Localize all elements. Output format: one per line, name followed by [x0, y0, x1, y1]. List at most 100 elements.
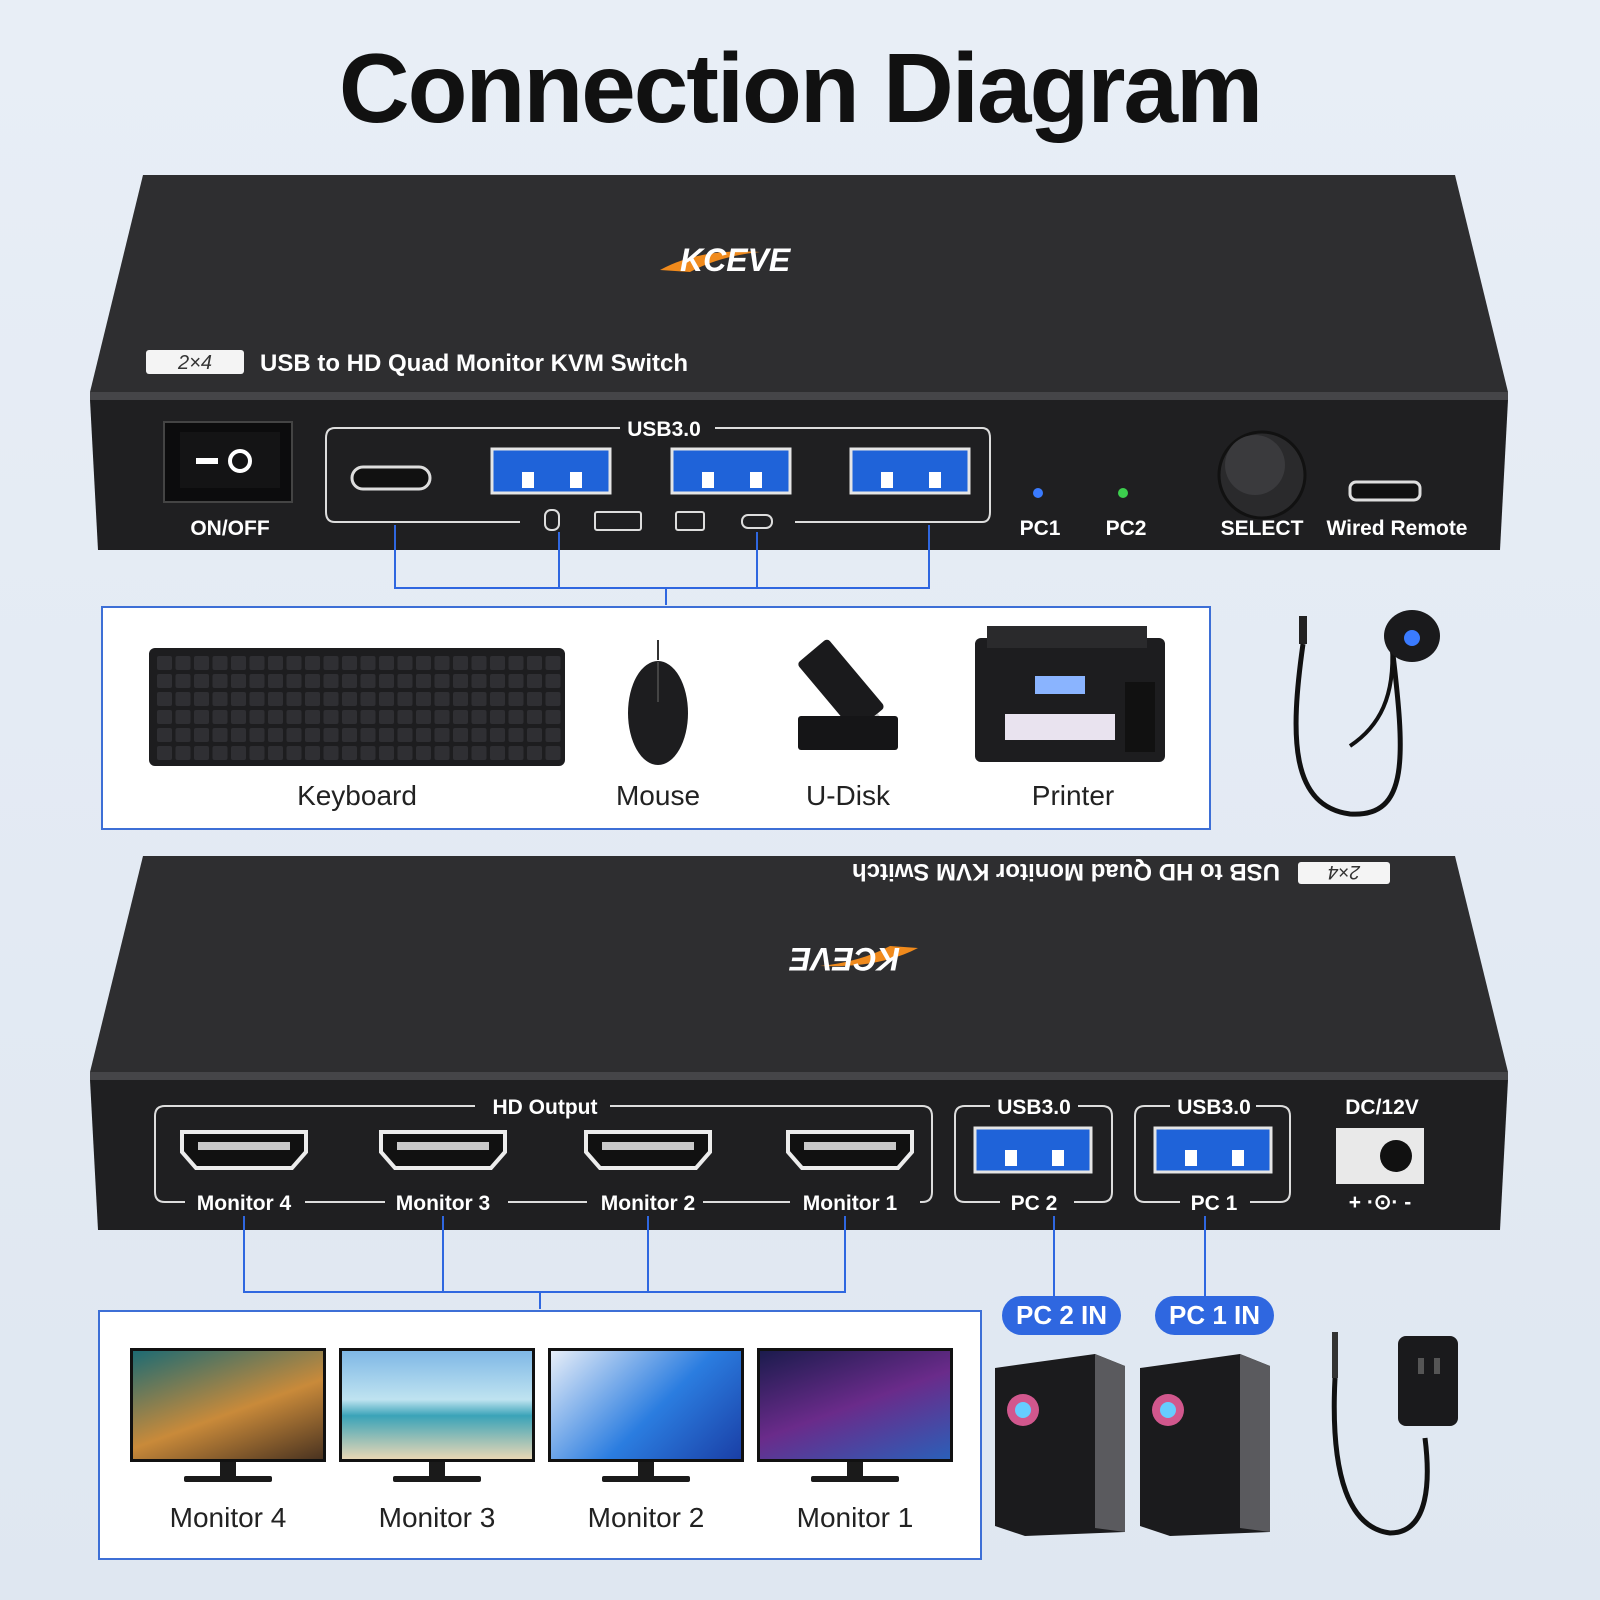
keyboard-key [212, 710, 228, 724]
keyboard-key [249, 656, 265, 670]
hdmi-port-label: Monitor 2 [601, 1192, 696, 1215]
usb-a-port-1[interactable] [490, 447, 612, 495]
keyboard-key [194, 710, 209, 724]
keyboard-key [360, 692, 376, 706]
keyboard-key [545, 728, 561, 742]
keyboard-key [379, 656, 394, 670]
monitor-stand [429, 1462, 445, 1478]
keyboard-key [212, 728, 228, 742]
mouse-icon [544, 509, 560, 531]
printer-image [975, 626, 1165, 762]
keyboard-key [175, 692, 191, 706]
keyboard-key [397, 746, 413, 760]
keyboard-key [545, 674, 561, 688]
keyboard-key [434, 656, 450, 670]
keyboard-key [305, 692, 320, 706]
keyboard-key [286, 692, 302, 706]
keyboard-key [305, 674, 320, 688]
monitor-base [393, 1476, 481, 1482]
power-label: ON/OFF [190, 517, 269, 540]
keyboard-key [323, 674, 339, 688]
keyboard-key [453, 674, 468, 688]
keyboard-key [397, 674, 413, 688]
keyboard-key [379, 728, 394, 742]
keyboard-key [527, 692, 542, 706]
mouse-image [628, 640, 688, 765]
hdmi-port-3[interactable] [379, 1130, 507, 1170]
keyboard-key [471, 746, 487, 760]
brand-text-back: KCEVE [788, 941, 900, 977]
device-front-panel [90, 400, 1508, 550]
keyboard-key [397, 656, 413, 670]
keyboard-key [286, 746, 302, 760]
keyboard-key [194, 674, 209, 688]
monitor-base [811, 1476, 899, 1482]
keyboard-icon [594, 511, 642, 531]
hd-output-label: HD Output [493, 1096, 598, 1119]
keyboard-key [453, 692, 468, 706]
keyboard-key [305, 656, 320, 670]
keyboard-key [157, 728, 172, 742]
keyboard-key [286, 656, 302, 670]
usb-a-port-3[interactable] [849, 447, 971, 495]
keyboard-key [175, 674, 191, 688]
peripherals-panel: Keyboard Mouse U-Disk Printer [101, 606, 1211, 830]
keyboard-key [212, 656, 228, 670]
keyboard-key [527, 710, 542, 724]
keyboard-key [490, 728, 505, 742]
keyboard-key [268, 746, 283, 760]
hdmi-port-1[interactable] [786, 1130, 914, 1170]
udisk-image [798, 639, 898, 750]
front-connector-lines [394, 525, 930, 605]
keyboard-key [305, 746, 320, 760]
keyboard-key [249, 710, 265, 724]
hdmi-port-label: Monitor 3 [396, 1192, 491, 1215]
keyboard-key [508, 692, 524, 706]
keyboard-key [508, 728, 524, 742]
kvm-front-view: KCEVE 2×4 USB to HD Quad Monitor KVM Swi… [90, 175, 1508, 605]
device-top-surface [90, 175, 1508, 392]
keyboard-key [194, 728, 209, 742]
keyboard-key [471, 692, 487, 706]
pc1-in-badge: PC 1 IN [1155, 1296, 1275, 1335]
keyboard-key [508, 656, 524, 670]
product-badge: 2×4 [177, 352, 212, 374]
pc1-led [1033, 488, 1043, 498]
usb-pc1-port[interactable] [1153, 1126, 1273, 1174]
keyboard-key [231, 674, 246, 688]
usb-a-port-2[interactable] [670, 447, 792, 495]
keyboard-key [157, 746, 172, 760]
hdmi-port-4[interactable] [180, 1130, 308, 1170]
keyboard-key [175, 656, 191, 670]
back-connector-lines [243, 1216, 1206, 1309]
product-badge-back: 2×4 [1328, 861, 1361, 882]
wired-remote-image [1293, 610, 1440, 817]
dc-power-jack[interactable] [1336, 1128, 1424, 1184]
keyboard-key [434, 674, 450, 688]
keyboard-key [416, 710, 431, 724]
select-label: SELECT [1221, 517, 1304, 540]
power-adapter-image [1331, 1332, 1458, 1536]
udisk-icon [741, 514, 773, 529]
keyboard-key [342, 728, 357, 742]
hdmi-port-2[interactable] [584, 1130, 712, 1170]
keyboard-key [323, 710, 339, 724]
keyboard-key [342, 656, 357, 670]
remote-port[interactable] [1348, 480, 1422, 502]
keyboard-key [527, 656, 542, 670]
usb-pc2-port[interactable] [973, 1126, 1093, 1174]
pc2-led [1118, 488, 1128, 498]
keyboard-key [175, 728, 191, 742]
keyboard-key [490, 692, 505, 706]
keyboard-key [194, 656, 209, 670]
keyboard-key [416, 674, 431, 688]
keyboard-key [453, 710, 468, 724]
usb-pc2-label: PC 2 [1011, 1192, 1058, 1215]
product-name: USB to HD Quad Monitor KVM Switch [260, 350, 688, 377]
keyboard-key [453, 656, 468, 670]
usb-c-port[interactable] [350, 465, 432, 491]
keyboard-key [434, 746, 450, 760]
keyboard-key [157, 710, 172, 724]
monitor-base [184, 1476, 272, 1482]
keyboard-key [471, 656, 487, 670]
